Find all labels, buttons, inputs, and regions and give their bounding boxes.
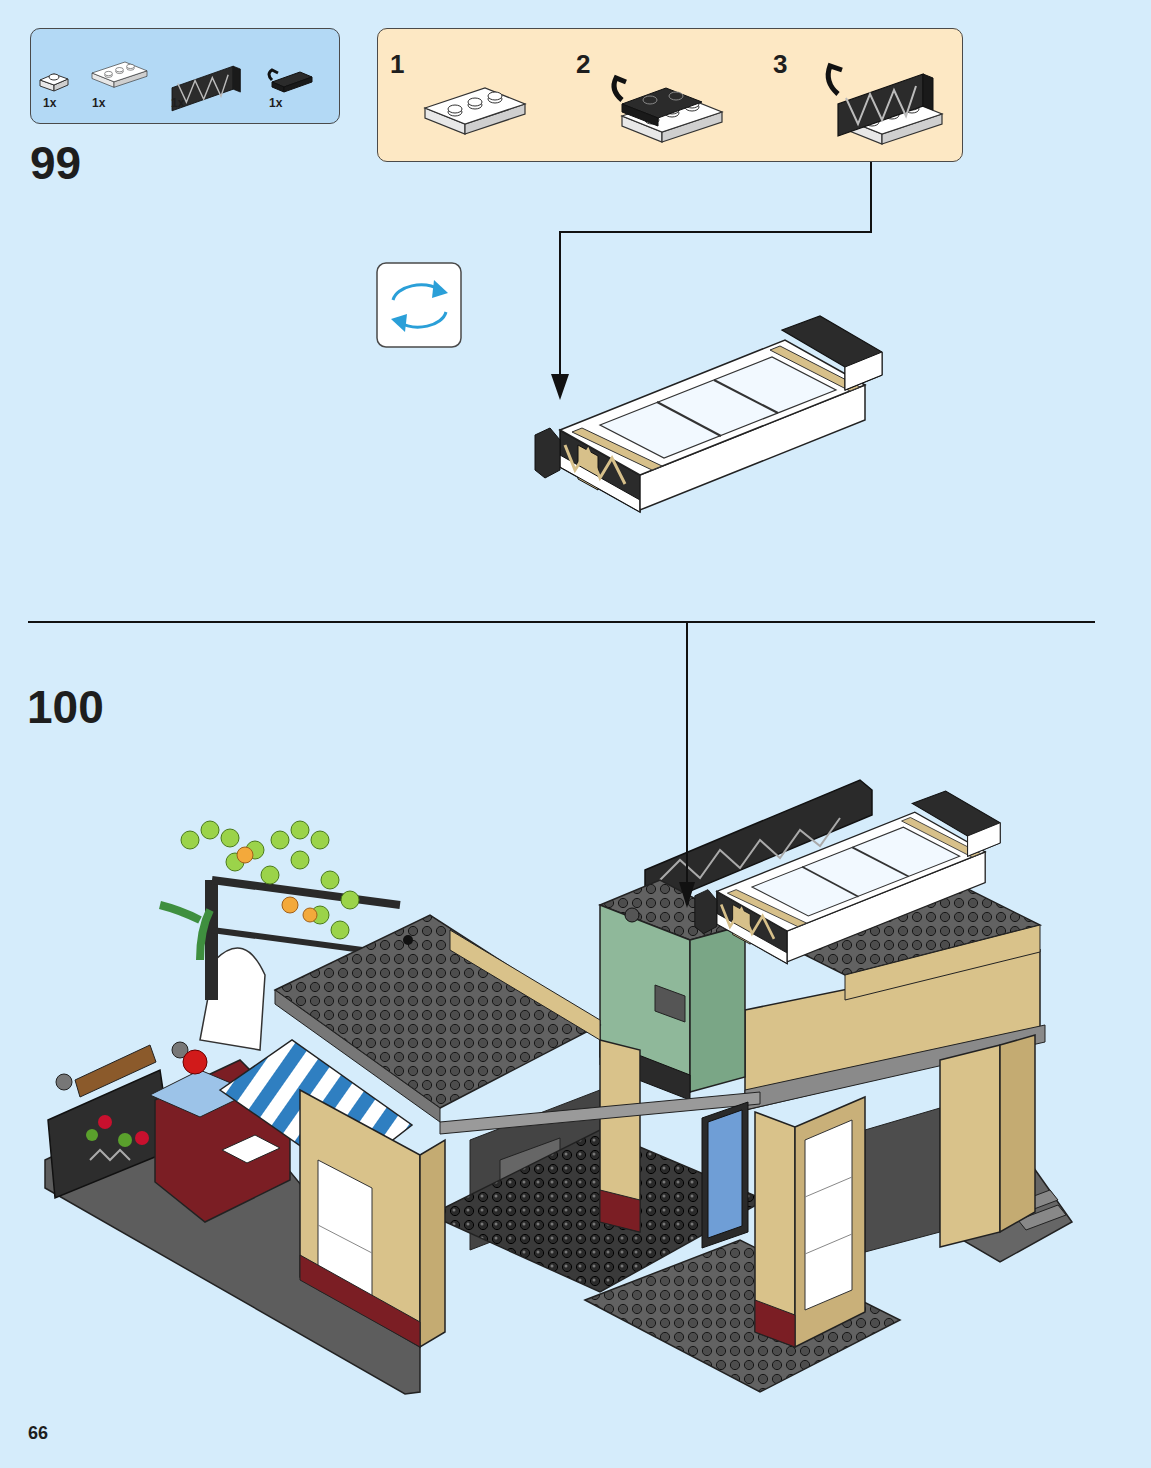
quantity-label: 1x: [92, 97, 105, 109]
page-number: 66: [28, 1424, 48, 1442]
sub-step-number: 2: [576, 51, 590, 77]
step-number: 100: [27, 684, 104, 730]
quantity-label: 1x: [43, 97, 56, 109]
sub-step-number: 1: [390, 51, 404, 77]
parts-list-box: 1x 1x 1x 1x: [30, 28, 340, 124]
sub-step-number: 3: [773, 51, 787, 77]
step-number: 99: [30, 140, 81, 186]
sub-step-callout: 1 2 3: [377, 28, 963, 162]
quantity-label: 1x: [171, 97, 184, 109]
quantity-label: 1x: [269, 97, 282, 109]
